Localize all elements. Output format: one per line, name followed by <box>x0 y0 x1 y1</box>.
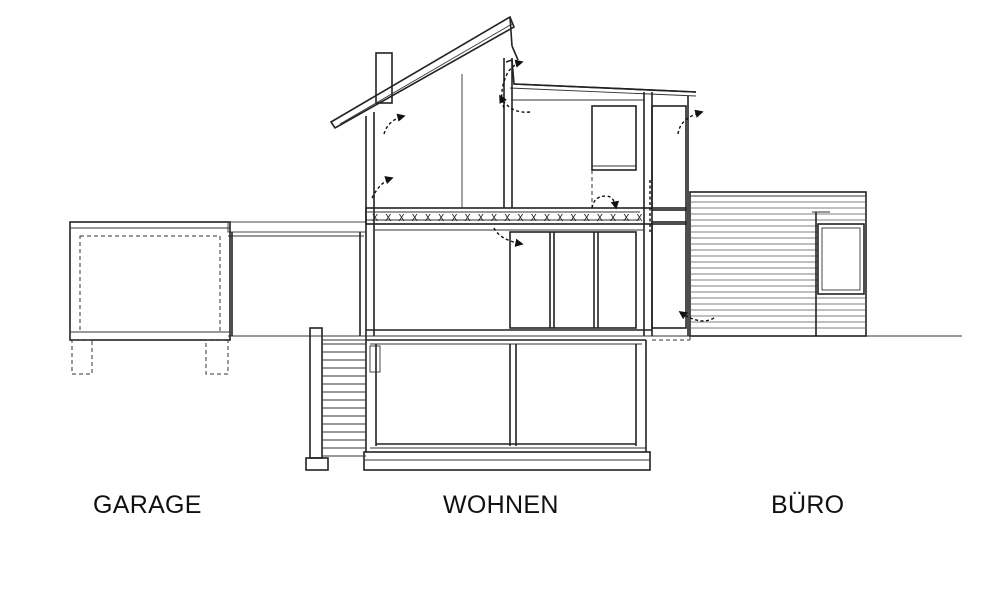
wohnen-label: WOHNEN <box>443 491 559 519</box>
garage-section <box>69 221 231 375</box>
garage-label: GARAGE <box>93 491 202 519</box>
stair-wall <box>305 327 381 471</box>
upper-roof <box>505 58 697 97</box>
chimney <box>375 52 393 104</box>
wohnen-upper-floor <box>365 58 689 336</box>
basement <box>363 322 691 471</box>
svg-text:XXXXXXXXXXXXXXXXXXXXX: XXXXXXXXXXXXXXXXXXXXX <box>372 213 650 224</box>
carport-section <box>227 221 367 336</box>
wohnen-ground-floor <box>366 221 687 337</box>
floor-slab: XXXXXXXXXXXXXXXXXXXXX <box>365 207 687 225</box>
airflow-arrows <box>371 59 715 322</box>
buero-label: BÜRO <box>771 491 845 519</box>
buero-cladding <box>690 201 866 329</box>
buero-section <box>689 191 867 337</box>
main-roof <box>329 15 519 130</box>
